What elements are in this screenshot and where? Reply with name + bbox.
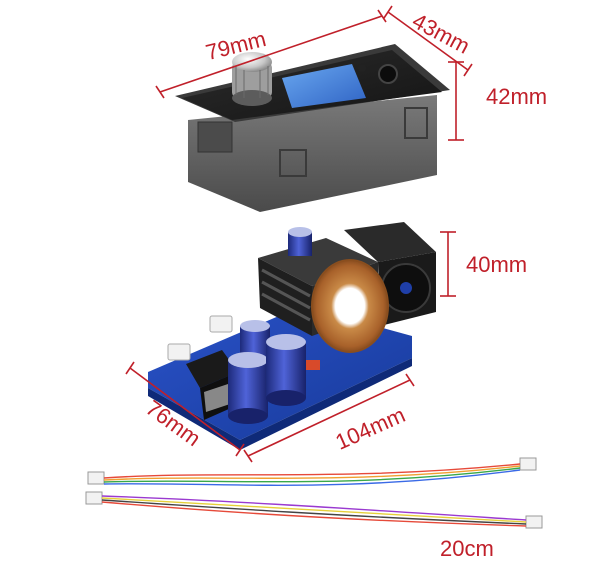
- cable-connector: [87, 471, 105, 485]
- lcd-screen: [282, 64, 366, 108]
- small-component: [306, 360, 320, 370]
- toroid-inductor-icon: [311, 259, 389, 353]
- board-length-label: 104mm: [332, 402, 409, 455]
- ribbon-cable: [85, 457, 543, 529]
- cooling-fan: [344, 222, 436, 326]
- panel-button-icon: [358, 64, 366, 72]
- capacitor: [228, 352, 268, 424]
- panel-height-label: 42mm: [486, 84, 547, 109]
- pcb-edge: [148, 358, 412, 450]
- mounting-clip: [197, 121, 233, 153]
- cable-connector: [525, 515, 543, 529]
- panel-button-icon: [378, 64, 398, 84]
- rotary-knob-icon: [232, 52, 272, 106]
- panel-housing-body: [188, 95, 437, 212]
- connector: [167, 343, 191, 361]
- panel-housing: [175, 44, 450, 212]
- panel-dimension-lines: [155, 5, 473, 141]
- cable-length-label: 20cm: [440, 536, 494, 561]
- mounting-clip: [279, 149, 307, 177]
- capacitor: [288, 227, 312, 256]
- connector: [209, 315, 233, 333]
- board-dimension-lines: [125, 231, 456, 463]
- converter-board: [148, 222, 436, 450]
- board-height-label: 40mm: [466, 252, 527, 277]
- cable-connector: [519, 457, 537, 471]
- mounting-clip: [404, 107, 428, 139]
- capacitor: [266, 334, 306, 406]
- cable-connector: [85, 491, 103, 505]
